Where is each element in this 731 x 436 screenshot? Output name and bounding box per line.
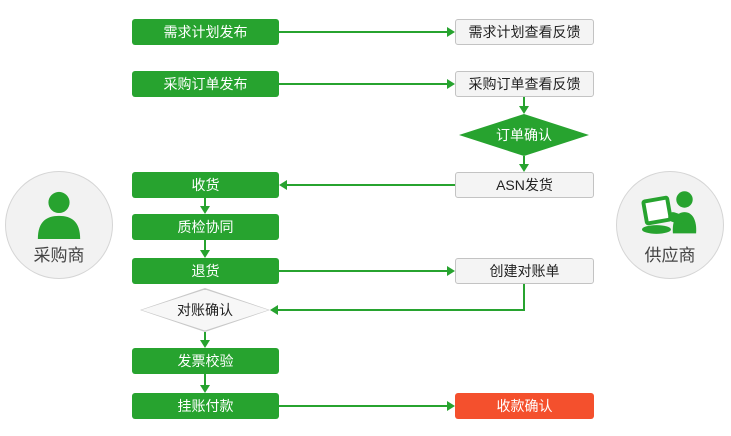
arrowhead-down bbox=[519, 164, 529, 172]
node-quality-collab: 质检协同 bbox=[132, 214, 279, 240]
node-receive: 收货 bbox=[132, 172, 279, 198]
node-asn-ship: ASN发货 bbox=[455, 172, 594, 198]
node-order-confirm-label: 订单确认 bbox=[496, 127, 552, 143]
node-demand-feedback: 需求计划查看反馈 bbox=[455, 19, 594, 45]
node-po-publish: 采购订单发布 bbox=[132, 71, 279, 97]
arrowhead-down bbox=[519, 106, 529, 114]
node-return-goods: 退货 bbox=[132, 258, 279, 284]
person-icon bbox=[37, 191, 81, 239]
arrowhead-right bbox=[447, 27, 455, 37]
node-receipt-confirm: 收款确认 bbox=[455, 393, 594, 419]
connector-confirm-to-asn bbox=[523, 156, 525, 165]
arrowhead-down bbox=[200, 250, 210, 258]
node-invoice-check: 发票校验 bbox=[132, 348, 279, 374]
actor-buyer: 采购商 bbox=[5, 171, 113, 279]
node-book-payment: 挂账付款 bbox=[132, 393, 279, 419]
arrowhead-right bbox=[447, 266, 455, 276]
arrowhead-right bbox=[447, 401, 455, 411]
connector-statement-left bbox=[278, 309, 524, 311]
arrowhead-left bbox=[279, 180, 287, 190]
node-demand-publish: 需求计划发布 bbox=[132, 19, 279, 45]
actor-supplier-label: 供应商 bbox=[644, 245, 696, 265]
actor-buyer-label: 采购商 bbox=[33, 245, 85, 265]
person-at-computer-icon bbox=[641, 190, 697, 234]
node-po-feedback: 采购订单查看反馈 bbox=[455, 71, 594, 97]
arrowhead-down bbox=[200, 340, 210, 348]
node-statement-confirm: 对账确认 bbox=[140, 288, 270, 332]
connector-po-feedback-to-confirm bbox=[523, 97, 525, 107]
arrowhead-down bbox=[200, 385, 210, 393]
connector-confirm-to-invoice bbox=[204, 332, 206, 341]
connector-invoice-to-payment bbox=[204, 374, 206, 386]
arrowhead-down bbox=[200, 206, 210, 214]
connector-quality-to-return bbox=[204, 240, 206, 250]
connector-po bbox=[279, 83, 447, 85]
connector-receive-to-quality bbox=[204, 198, 206, 207]
connector-return-to-statement bbox=[279, 270, 447, 272]
connector-demand bbox=[279, 31, 447, 33]
connector-asn-to-receive bbox=[287, 184, 455, 186]
node-create-statement: 创建对账单 bbox=[455, 258, 594, 284]
arrowhead-right bbox=[447, 79, 455, 89]
connector-statement-down bbox=[523, 284, 525, 311]
node-statement-confirm-label: 对账确认 bbox=[177, 302, 233, 318]
actor-supplier: 供应商 bbox=[616, 171, 724, 279]
node-order-confirm: 订单确认 bbox=[459, 114, 589, 156]
connector-payment-to-receipt bbox=[279, 405, 447, 407]
arrowhead-left bbox=[270, 305, 278, 315]
